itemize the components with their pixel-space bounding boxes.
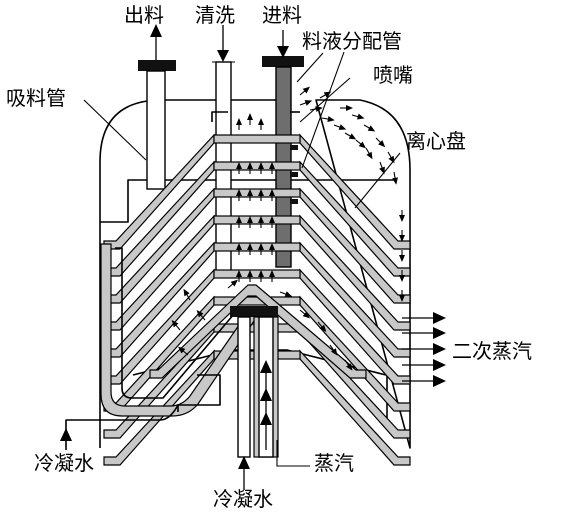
disc-plate: [213, 188, 301, 198]
secondary-steam-arrows: [402, 312, 446, 387]
flow-arrow: [258, 270, 264, 282]
flow-arrow: [344, 132, 357, 140]
flow-arrow: [171, 320, 181, 331]
flow-arrow: [247, 216, 253, 228]
flow-arrow: [196, 310, 206, 321]
flow-arrow: [183, 288, 191, 301]
flow-arrow: [333, 124, 347, 130]
disc-plate: [213, 215, 301, 225]
feed-pipe: [262, 30, 304, 268]
flow-arrow: [269, 243, 275, 255]
flow-arrow: [227, 279, 238, 289]
flow-arrow: [344, 359, 353, 371]
flow-arrow: [178, 346, 189, 356]
flow-arrow: [236, 270, 242, 282]
outlet-label: 出料: [124, 3, 164, 27]
flow-arrow: [236, 243, 242, 255]
steam-label: 蒸汽: [314, 451, 354, 475]
flow-arrow: [299, 86, 310, 96]
flow-arrow: [247, 243, 253, 255]
flow-arrow: [258, 216, 264, 228]
distributor-label: 料液分配管: [302, 29, 402, 53]
flow-arrow: [269, 162, 275, 174]
nozzle-label: 喷嘴: [373, 63, 413, 87]
flow-arrow: [365, 147, 373, 160]
flow-arrow: [399, 270, 405, 282]
outlet-pipe: [138, 24, 176, 190]
flow-arrow: [247, 162, 253, 174]
bottom-cone: [149, 284, 367, 379]
secondary-steam-label: 二次蒸汽: [452, 339, 532, 363]
disc-plate: [213, 161, 301, 171]
flow-arrow: [329, 344, 338, 356]
flow-arrow: [399, 290, 405, 302]
disc-plate: [213, 134, 301, 144]
flow-arrow: [351, 113, 365, 120]
flow-arrow: [269, 189, 275, 201]
flow-arrow: [269, 270, 275, 282]
cooling-water-left-label: 冷凝水: [34, 451, 94, 475]
leader-lines: [83, 51, 401, 467]
inlet-label: 进料: [262, 3, 302, 27]
flow-arrow: [355, 139, 366, 149]
flow-arrow: [399, 250, 405, 262]
cooling-water-bottom-label: 冷凝水: [213, 487, 273, 511]
flow-arrow: [258, 118, 264, 130]
flow-arrow: [392, 171, 398, 185]
flow-arrow: [299, 100, 313, 106]
wash-pipe: [212, 25, 235, 273]
flow-arrow: [247, 113, 253, 125]
cooling-water-left-line: [60, 374, 221, 450]
centrifugal-disc-label: 离心盘: [406, 129, 466, 153]
flow-arrow: [363, 124, 376, 132]
flow-arrow: [321, 116, 335, 122]
flow-arrow: [279, 291, 293, 297]
wash-label: 清洗: [195, 3, 235, 27]
disc-plate: [213, 296, 301, 306]
flow-arrow: [399, 210, 405, 222]
flow-arrow: [247, 189, 253, 201]
flow-arrow: [258, 162, 264, 174]
suction-tube-label: 吸料管: [6, 86, 66, 110]
flow-arrow: [236, 216, 242, 228]
flow-arrow: [236, 118, 242, 130]
flow-arrow: [258, 243, 264, 255]
flow-arrow: [247, 270, 253, 282]
flow-arrow: [258, 189, 264, 201]
flow-arrow: [269, 216, 275, 228]
flow-arrow: [399, 230, 405, 242]
flow-arrow: [375, 137, 386, 148]
disc-plate: [213, 269, 301, 279]
flow-arrow: [317, 321, 327, 332]
steam-cooling-pipe: [230, 306, 279, 490]
flow-arrow: [299, 309, 310, 319]
flow-arrow: [340, 105, 353, 111]
flow-arrow: [379, 161, 385, 175]
flow-arrow: [236, 189, 242, 201]
flow-arrow: [236, 162, 242, 174]
disc-plate: [213, 242, 301, 252]
